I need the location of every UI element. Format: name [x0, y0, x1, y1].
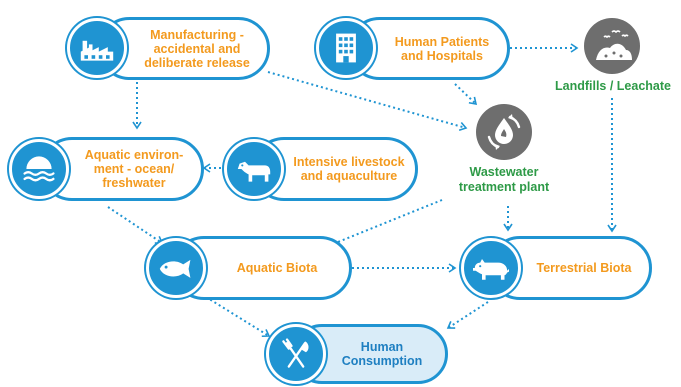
hospital-building-icon	[316, 18, 376, 78]
edge-manufacturing-wastewater	[267, 71, 468, 131]
pig-icon	[461, 238, 521, 298]
livestock-label: Intensive livestock and aquaculture	[293, 155, 405, 183]
human-consumption-label: Human Consumption	[341, 340, 423, 368]
manufacturing-label: Manufacturing - accidental and deliberat…	[144, 27, 250, 70]
wastewater-label: Wastewater treatment plant	[458, 165, 550, 194]
water-recycle-icon	[476, 104, 532, 160]
landfill-icon	[584, 18, 640, 74]
cow-icon	[224, 139, 284, 199]
aquatic-env-label: Aquatic environ- ment - ocean/ freshwate…	[84, 148, 184, 190]
human-patients-label: Human Patients and Hospitals	[394, 34, 490, 63]
fork-knife-icon	[266, 324, 326, 384]
aquatic-biota-label: Aquatic Biota	[236, 261, 318, 275]
edge-hospitals-wastewater	[454, 83, 478, 105]
edge-terrestrial-biota-human-consumption	[446, 301, 489, 329]
water-waves-icon	[9, 139, 69, 199]
landfills-label: Landfills / Leachate	[554, 79, 671, 93]
edge-aquatic-env-aquatic-biota	[107, 206, 164, 244]
terrestrial-biota-label: Terrestrial Biota	[536, 261, 632, 275]
factory-icon	[67, 18, 127, 78]
edge-wastewater-aquatic-biota	[326, 199, 443, 249]
edge-aquatic-biota-human-consumption	[205, 296, 271, 338]
fish-icon	[146, 238, 206, 298]
